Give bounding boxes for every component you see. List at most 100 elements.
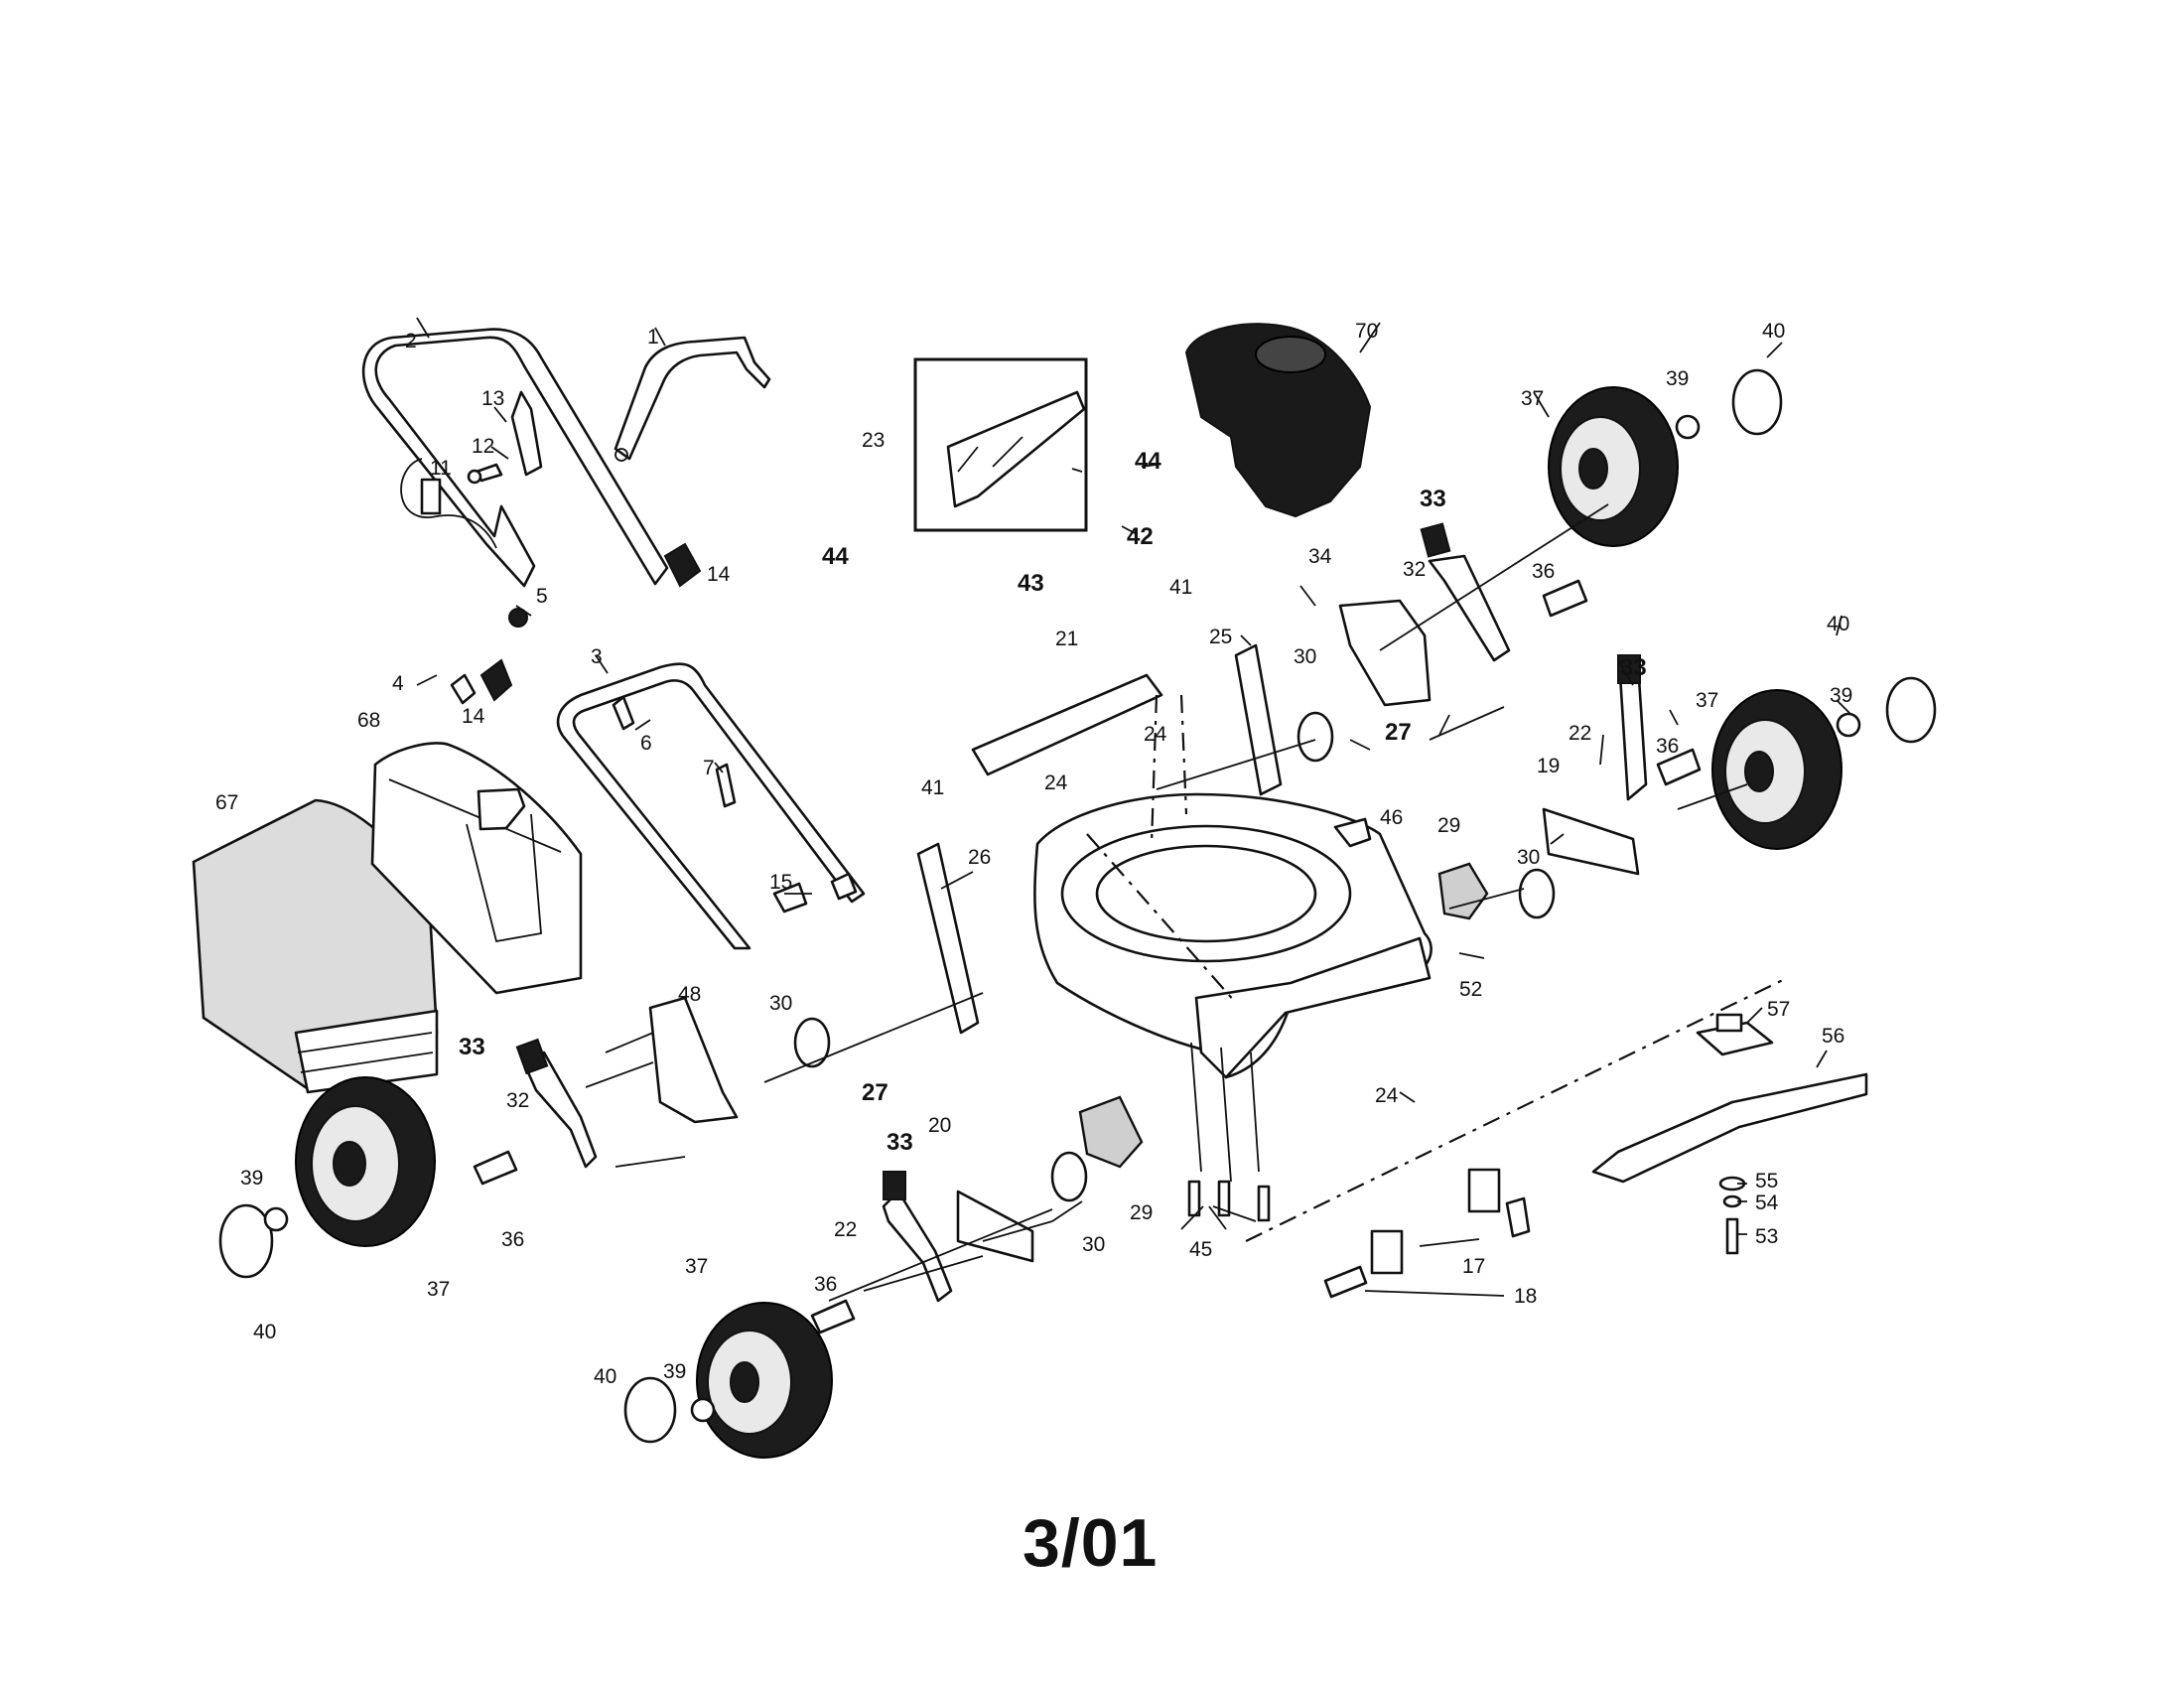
callout-33a: 33: [1420, 486, 1446, 512]
callout-37c: 37: [427, 1278, 450, 1301]
callout-24b: 24: [1044, 772, 1068, 794]
callout-22b: 22: [834, 1218, 857, 1241]
wheel-front-right: [1711, 689, 1843, 850]
blade-bolt-stack: [1718, 1176, 1746, 1255]
callout-40d: 40: [594, 1365, 616, 1388]
callout-23: 23: [862, 429, 885, 452]
callout-55: 55: [1755, 1170, 1778, 1193]
wheel-caps-and-nuts: [218, 368, 1937, 1444]
grass-deflector-brackets: [1323, 1168, 1531, 1299]
axis-dash-lines: [585, 503, 1788, 1302]
callout-41b: 41: [921, 776, 944, 799]
callout-18: 18: [1514, 1285, 1537, 1308]
callout-14a: 14: [707, 563, 731, 586]
callout-45: 45: [1189, 1238, 1212, 1261]
callout-56: 56: [1822, 1025, 1844, 1048]
control-bail: [510, 390, 543, 477]
callout-30b: 30: [1517, 846, 1540, 869]
lower-handle: [556, 662, 866, 950]
callout-32b: 32: [506, 1089, 529, 1112]
callout-36a: 36: [1532, 560, 1555, 583]
rear-height-adjuster-right: [1338, 522, 1511, 707]
callout-41a: 41: [1169, 576, 1192, 599]
wheel-front-left: [696, 1302, 833, 1459]
callout-3: 3: [591, 645, 603, 668]
callout-24c: 24: [1375, 1084, 1399, 1107]
grass-catcher-bag: [192, 798, 439, 1094]
callout-36b: 36: [1656, 735, 1679, 758]
callout-57: 57: [1767, 998, 1790, 1021]
callout-34: 34: [1308, 545, 1332, 568]
engine: [1184, 323, 1372, 518]
side-brackets: [916, 643, 1489, 1169]
callout-40a: 40: [1762, 320, 1785, 343]
mower-deck: [1033, 792, 1433, 1183]
callout-37a: 37: [1521, 387, 1544, 410]
engine-control-cable: [400, 458, 497, 549]
deck-mounting-bolts: [1187, 1180, 1271, 1222]
callout-29a: 29: [1437, 814, 1460, 837]
front-height-adjuster-right: [1542, 654, 1648, 876]
callout-21: 21: [1055, 628, 1078, 650]
callout-46: 46: [1380, 806, 1403, 829]
leader-lines: [416, 317, 1852, 1297]
callout-11: 11: [430, 457, 452, 480]
callout-39d: 39: [663, 1360, 686, 1383]
callout-25: 25: [1209, 626, 1232, 648]
callout-36c: 36: [501, 1228, 524, 1251]
callout-68: 68: [357, 709, 380, 732]
callout-52: 52: [1459, 978, 1482, 1001]
hardware-small-left: [450, 463, 858, 913]
callout-30a: 30: [1294, 645, 1316, 668]
upper-handle: [361, 328, 669, 588]
callout-36d: 36: [814, 1273, 837, 1296]
callout-22a: 22: [1569, 722, 1591, 745]
callout-70: 70: [1355, 320, 1378, 343]
callout-30c: 30: [769, 992, 792, 1015]
callout-6: 6: [640, 732, 652, 755]
callout-39a: 39: [1666, 367, 1689, 390]
callout-4: 4: [392, 672, 404, 695]
callout-54: 54: [1755, 1192, 1779, 1214]
callout-12: 12: [472, 435, 494, 458]
callout-37b: 37: [1696, 689, 1718, 712]
callout-29b: 29: [1130, 1201, 1153, 1224]
callout-33b: 33: [1620, 654, 1647, 681]
blade: [1591, 1072, 1868, 1184]
callout-13: 13: [481, 387, 504, 410]
callout-33d: 33: [887, 1129, 913, 1156]
wheel-bearings: [793, 711, 1556, 1202]
grass-catcher-frame: [370, 742, 583, 995]
callout-19: 19: [1537, 755, 1560, 777]
callout-5: 5: [536, 585, 548, 608]
callout-26: 26: [968, 846, 991, 869]
wheel-rear-left: [295, 1076, 436, 1247]
callout-33c: 33: [459, 1034, 485, 1060]
callout-14b: 14: [462, 705, 485, 728]
callout-15: 15: [769, 871, 792, 894]
rear-height-adjuster-left: [515, 996, 739, 1169]
callout-labels: 1 2 3 4 5 6 7 11 12 13 14 14 15 17 18 19…: [215, 320, 1852, 1388]
engine-discharge-plate: [913, 357, 1088, 532]
callout-20: 20: [928, 1114, 951, 1137]
callout-39c: 39: [240, 1167, 263, 1190]
callout-67: 67: [215, 791, 238, 814]
date-code: 3/01: [1023, 1505, 1159, 1581]
discharge-chute-door: [1333, 817, 1372, 848]
blade-adapter: [1696, 1013, 1774, 1056]
callout-27a: 27: [1385, 719, 1412, 746]
deck-baffle-rod: [971, 673, 1163, 776]
callout-24a: 24: [1144, 723, 1167, 746]
callout-40b: 40: [1827, 613, 1849, 635]
callout-39b: 39: [1830, 684, 1852, 707]
callout-27b: 27: [862, 1079, 888, 1106]
callout-53: 53: [1755, 1225, 1778, 1248]
handle-crossbar: [614, 336, 771, 462]
wheel-bolts: [473, 579, 1702, 1334]
callout-2: 2: [405, 330, 417, 352]
callout-44a: 44: [1135, 448, 1161, 475]
callout-30d: 30: [1082, 1233, 1105, 1256]
callout-1: 1: [647, 326, 659, 349]
callout-17: 17: [1462, 1255, 1485, 1278]
